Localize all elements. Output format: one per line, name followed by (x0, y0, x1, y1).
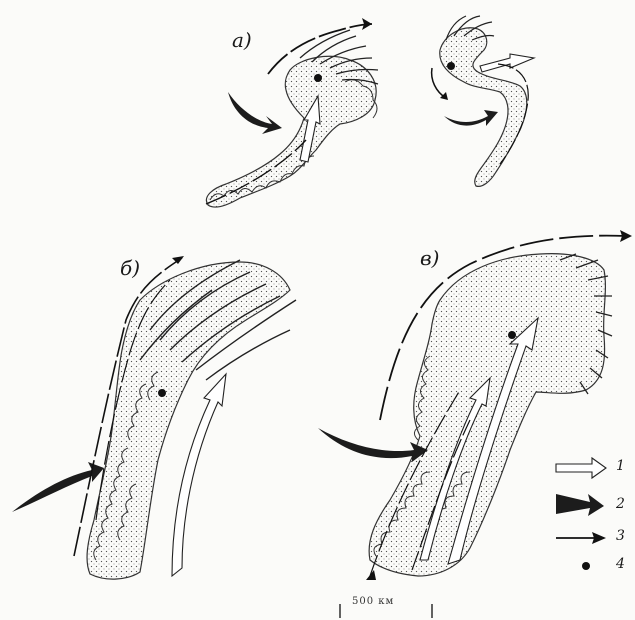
legend-label-2: 2 (616, 496, 625, 512)
panel-a-left-dark-flow-arrow (228, 92, 282, 134)
panel-b-system (12, 256, 296, 579)
panel-label-a: а) (232, 28, 252, 52)
panel-v-system (318, 230, 632, 580)
panel-a-right-dark-flow-arrow (444, 110, 498, 126)
panel-a-right-thin-arrow (432, 68, 446, 98)
scale-label: 500 км (352, 596, 394, 607)
panel-b-hollow-arrow (172, 374, 226, 576)
panel-a-right-cloud-spiral (440, 28, 527, 187)
legend (556, 458, 606, 570)
panel-v-cyclone-center (508, 331, 516, 339)
panel-b-cyclone-center (158, 389, 166, 397)
legend-symbol-2-dark-arrow (556, 494, 604, 516)
legend-label-4: 4 (616, 556, 625, 572)
panel-label-v: в) (420, 246, 439, 270)
panel-label-b: б) (120, 256, 140, 280)
panel-a-left-cyclone-center (314, 74, 322, 82)
legend-label-3: 3 (616, 528, 625, 544)
legend-symbol-1-hollow-arrow (556, 458, 606, 478)
legend-symbol-4-center-dot (582, 562, 590, 570)
panel-a-right-system (432, 16, 534, 186)
panel-a-right-cyclone-center (447, 62, 455, 70)
legend-label-1: 1 (616, 458, 625, 474)
panel-b-dark-flow-arrow (12, 462, 104, 512)
panel-a-right-hollow-arrow (480, 54, 534, 72)
panel-v-dark-flow-arrow (318, 428, 428, 462)
panel-v-cloud-mass (369, 254, 605, 576)
